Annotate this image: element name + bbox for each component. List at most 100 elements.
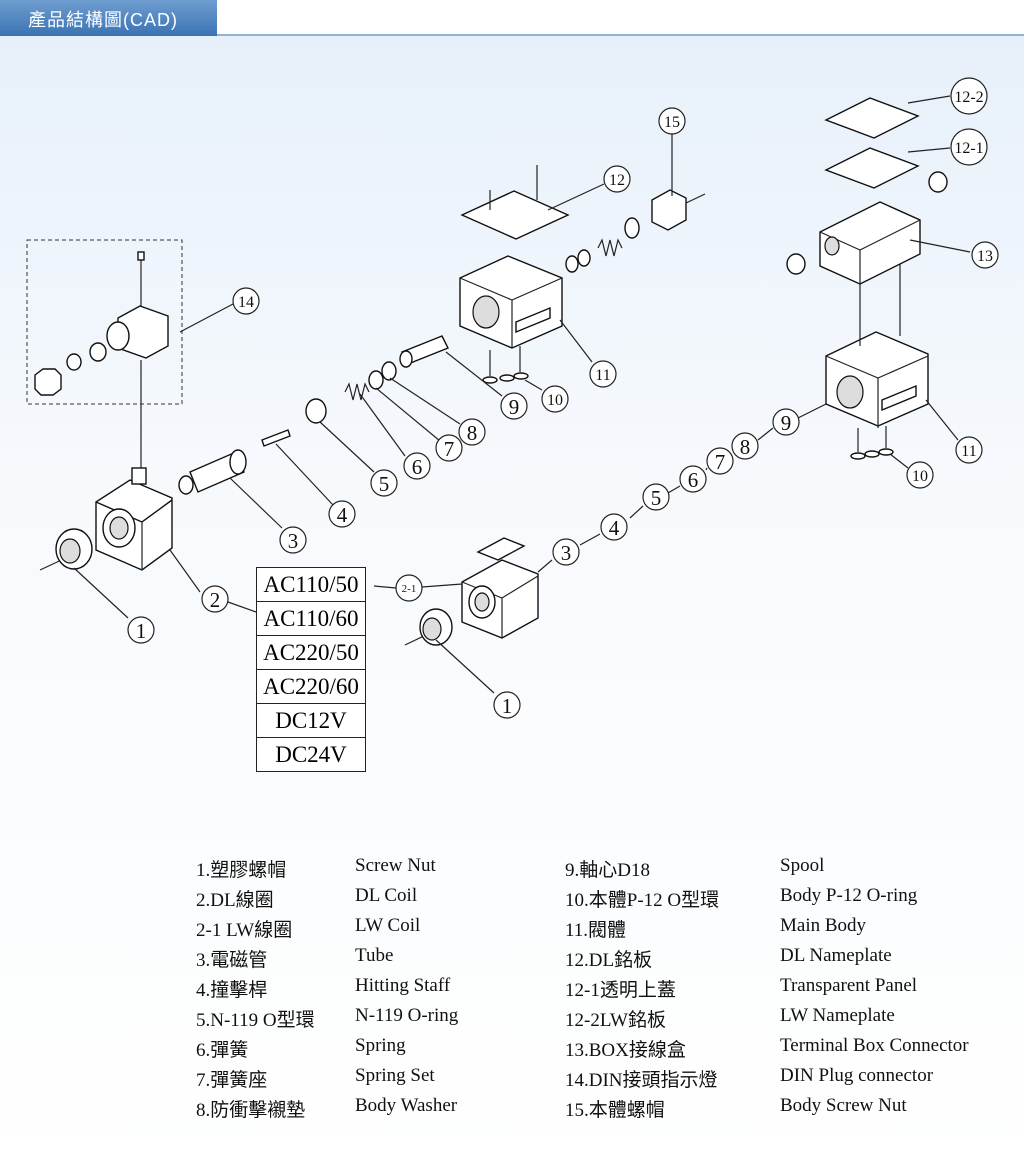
lw-coil-part [461,537,539,639]
voltage-cell: AC110/60 [256,601,366,636]
voltage-cell: DC24V [256,737,366,772]
callout-5-right: 5 [642,483,670,511]
legend-zh: 2.DL線圈 [196,890,274,911]
legend-en: Spring [355,1035,406,1056]
legend-en: DIN Plug connector [780,1065,934,1086]
callout-9-right: 9 [772,408,800,436]
legend-zh: 6.彈簧 [196,1040,249,1061]
din-plug-part [34,251,169,470]
callout-14: 14 [232,287,260,315]
legend-en: Body Screw Nut [780,1095,907,1116]
legend-en: LW Coil [355,915,421,936]
callout-13: 13 [971,241,999,269]
svg-text:5: 5 [651,486,662,510]
leader-lines [73,95,971,694]
svg-text:2-1: 2-1 [402,583,417,595]
screw-nut-part-right [404,608,453,646]
dl-coil-part [95,467,173,571]
svg-text:12: 12 [609,172,625,189]
table-row: AC220/60 [256,669,366,704]
spring-set-part [368,370,384,390]
tube-part [178,449,247,495]
svg-text:2: 2 [210,588,221,612]
table-row: DC24V [256,737,366,772]
legend-en: Screw Nut [355,855,436,876]
legend-en: DL Nameplate [780,945,892,966]
svg-text:12-2: 12-2 [954,89,983,106]
callout-10-center: 10 [541,385,569,413]
transparent-panel-part [824,147,920,189]
svg-text:1: 1 [136,619,147,643]
main-body-part-center [459,255,563,384]
svg-text:1: 1 [502,694,513,718]
callout-12-1: 12-1 [950,128,988,166]
table-row: AC110/50 [256,567,366,602]
callout-4-right: 4 [600,513,628,541]
legend-en: LW Nameplate [780,1005,895,1026]
callout-2-1: 2-1 [395,574,423,602]
legend-zh: 4.撞擊桿 [196,980,268,1001]
svg-text:15: 15 [664,114,680,131]
callout-7-left: 7 [435,434,463,462]
callout-3-left: 3 [279,526,307,554]
callout-15: 15 [658,107,686,135]
svg-text:8: 8 [740,435,751,459]
legend-zh: 2-1 LW線圈 [196,920,293,941]
callout-10-right: 10 [906,461,934,489]
legend-en: Hitting Staff [355,975,451,996]
svg-text:7: 7 [715,450,726,474]
legend-en: DL Coil [355,885,418,906]
table-row: AC110/60 [256,601,366,636]
callout-12-2: 12-2 [950,77,988,115]
legend-zh: 12.DL銘板 [565,950,653,971]
callout-3-right: 3 [552,538,580,566]
svg-text:6: 6 [412,455,423,479]
callout-9-center: 9 [500,392,528,420]
legend-zh: 8.防衝擊襯墊 [196,1100,306,1121]
callouts: 14 1 2 3 4 5 6 7 8 9 10 11 12 15 12-2 12… [127,77,999,719]
svg-text:13: 13 [977,248,993,265]
svg-text:7: 7 [444,437,455,461]
exploded-view: 14 1 2 3 4 5 6 7 8 9 10 11 12 15 12-2 12… [26,77,999,719]
legend-zh: 14.DIN接頭指示燈 [565,1070,718,1091]
voltage-cell: AC220/60 [256,669,366,704]
legend-zh: 10.本體P-12 O型環 [565,890,720,911]
legend-en: Spool [780,855,825,876]
callout-11-center: 11 [589,360,617,388]
spool-part [399,335,449,368]
legend-en: Main Body [780,915,867,936]
svg-text:11: 11 [595,367,610,384]
legend-en: Tube [355,945,394,966]
callout-6-left: 6 [403,452,431,480]
svg-text:10: 10 [547,392,563,409]
voltage-cell: AC220/50 [256,635,366,670]
svg-text:14: 14 [238,294,254,311]
svg-text:9: 9 [781,411,792,435]
din-plug-group-box [26,239,183,405]
legend-zh: 3.電磁管 [196,950,268,971]
legend-zh: 9.軸心D18 [565,860,650,881]
svg-text:6: 6 [688,468,699,492]
legend-zh: 15.本體螺帽 [565,1100,665,1121]
legend-zh: 7.彈簧座 [196,1070,268,1091]
svg-text:10: 10 [912,468,928,485]
callout-4-left: 4 [328,500,356,528]
callout-7-right: 7 [706,447,734,475]
legend-zh: 1.塑膠螺帽 [196,860,287,881]
table-row: DC12V [256,703,366,738]
center-right-fittings [565,189,706,273]
legend-zh: 11.閥體 [565,920,627,941]
callout-8-right: 8 [731,432,759,460]
lw-nameplate-part [824,97,920,139]
hitting-staff-part [261,429,291,447]
body-washer-part [381,361,397,381]
legend-en: Transparent Panel [780,975,918,996]
legend-zh: 12-2LW銘板 [565,1010,666,1031]
callout-5-left: 5 [370,469,398,497]
legend-zh: 5.N-119 O型環 [196,1010,315,1031]
legend-en: Terminal Box Connector [780,1035,969,1056]
svg-text:3: 3 [561,541,572,565]
o-ring-part [305,398,327,424]
svg-text:4: 4 [337,503,348,527]
dl-nameplate-part [460,165,570,240]
